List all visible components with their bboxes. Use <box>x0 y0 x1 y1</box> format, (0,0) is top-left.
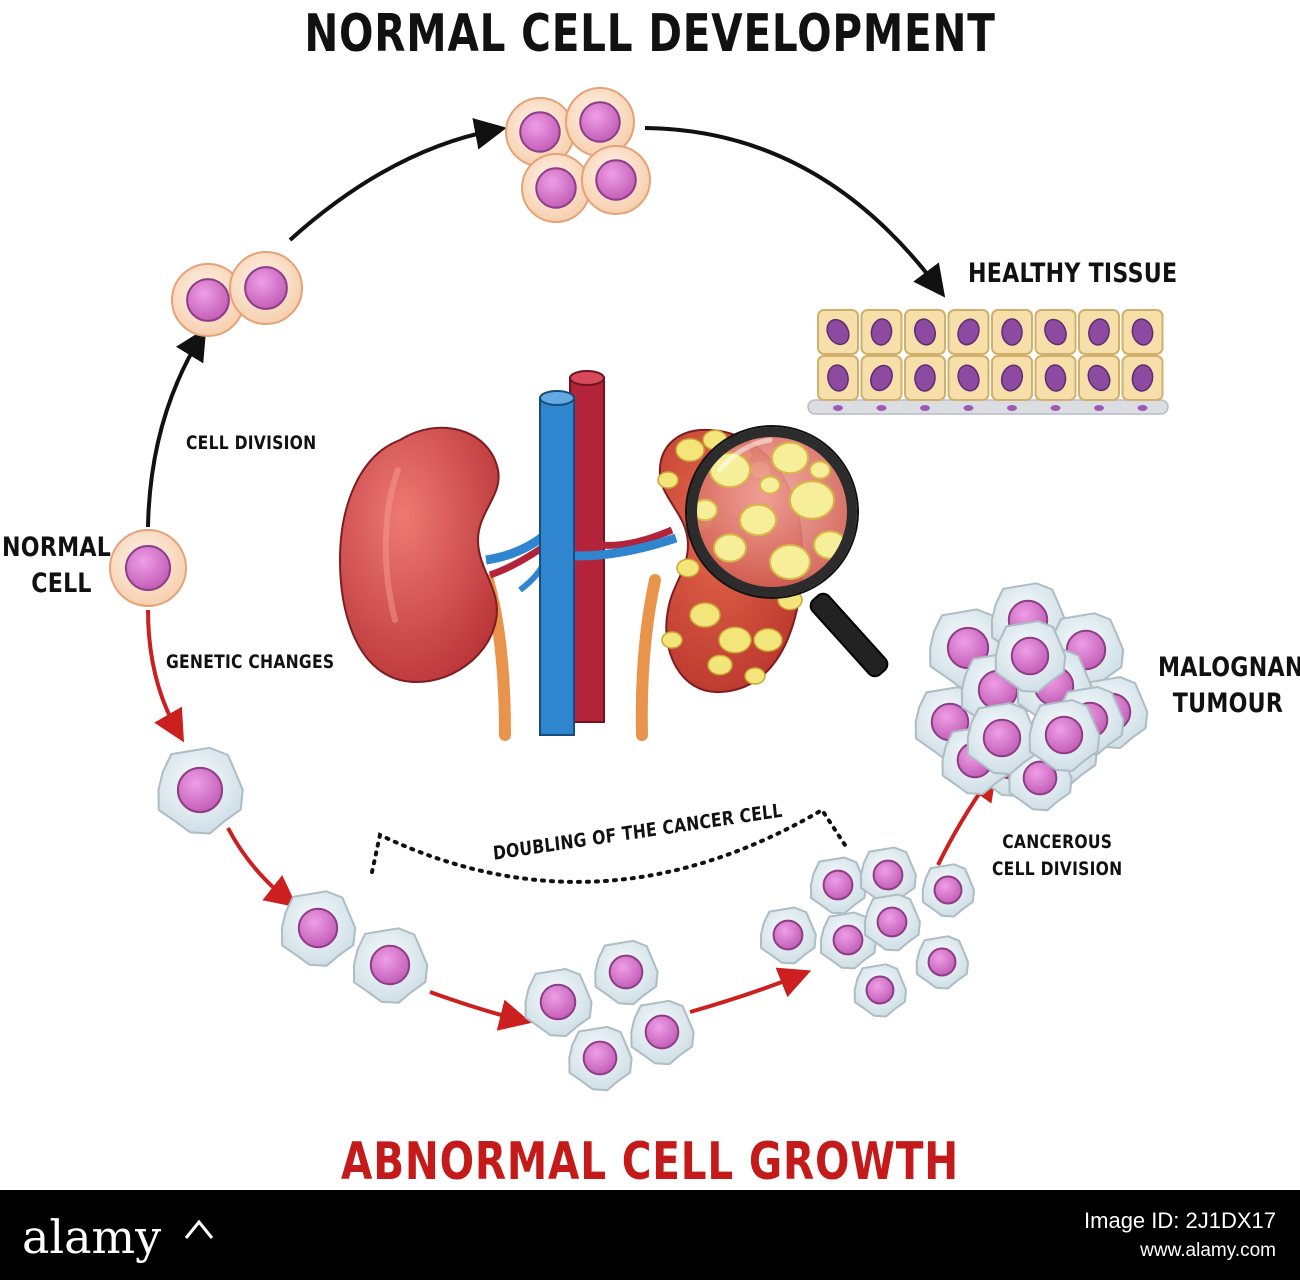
label-cancerous-line2: CELL DIVISION <box>992 858 1123 880</box>
arrow-two-cells-to-four <box>288 118 507 242</box>
normal-cell <box>505 97 575 167</box>
label-genetic-changes: GENETIC CHANGES <box>166 651 335 673</box>
cancer-cell <box>994 620 1067 693</box>
tumour-spot <box>718 626 752 654</box>
label-normal-cell: NORMAL CELL <box>2 530 111 602</box>
label-healthy-tissue: HEALTHY TISSUE <box>968 258 1178 289</box>
tissue-cell <box>860 309 903 355</box>
cancer-cell <box>759 906 817 965</box>
tissue-cell <box>1121 309 1164 355</box>
image-id: Image ID: 2J1DX17 <box>1084 1208 1276 1233</box>
cancer-cell <box>853 963 907 1018</box>
lens-tumour-spot <box>709 452 751 488</box>
healthy-kidney <box>338 426 500 683</box>
tissue-cell <box>1034 309 1077 355</box>
cancer-cell <box>966 702 1039 775</box>
label-cancerous-division: CANCEROUS CELL DIVISION <box>992 829 1122 883</box>
cancer-cell <box>352 927 429 1004</box>
cancer-cell <box>863 893 921 952</box>
tumour-spot <box>676 558 700 578</box>
diagram-svg <box>109 87 1169 1092</box>
cancer-cell <box>594 939 659 1006</box>
tumour-spot <box>744 667 766 685</box>
lens-tumour-spot <box>713 533 747 563</box>
brand-logo: alamy <box>22 1210 162 1264</box>
lens-tumour-spot <box>739 503 777 537</box>
tissue-cell <box>1121 355 1164 411</box>
cancer-cell <box>280 890 357 967</box>
tissue-cell <box>947 309 990 355</box>
normal-cell <box>565 87 635 157</box>
cancer-cell <box>524 968 593 1038</box>
tissue-cell <box>904 355 946 411</box>
cancer-cell <box>630 999 695 1066</box>
cancer-cell <box>568 1025 633 1092</box>
arrow-normal-to-division <box>146 327 207 528</box>
tissue-cell <box>991 355 1033 411</box>
lens-tumour-spot <box>771 441 809 475</box>
lens-tumour-spot <box>769 544 811 580</box>
healthy-tissue <box>807 309 1169 415</box>
tissue-cell <box>947 355 990 411</box>
arrow-red-4 <box>689 967 812 1014</box>
arrow-four-cells-to-tissue <box>644 126 946 298</box>
cancer-cell <box>921 863 975 918</box>
arrow-genetic-changes <box>146 609 184 743</box>
normal-cell <box>521 153 591 223</box>
footer-meta: Image ID: 2J1DX17 www.alamy.com <box>1084 1206 1276 1266</box>
lens-tumour-spot <box>789 480 835 520</box>
label-malignant-line2: TUMOUR <box>1172 688 1284 719</box>
cancer-cell <box>809 856 867 915</box>
site-url: www.alamy.com <box>1140 1240 1276 1261</box>
title-normal-cell-development: NORMAL CELL DEVELOPMENT <box>304 4 996 64</box>
tissue-cell <box>991 309 1033 355</box>
tissue-cell <box>1078 355 1120 411</box>
label-normal-cell-line2: CELL <box>31 568 92 599</box>
stock-footer: alamy Image ID: 2J1DX17 www.alamy.com <box>0 1190 1300 1280</box>
normal-cell <box>581 145 651 215</box>
tissue-cell <box>1034 355 1077 411</box>
label-normal-cell-line1: NORMAL <box>2 532 112 563</box>
tissue-cell <box>817 309 859 355</box>
arrow-red-2 <box>226 827 298 908</box>
tumour-spot <box>657 471 679 489</box>
lens-tumour-spot <box>759 475 781 495</box>
tumour-spot <box>689 602 721 628</box>
tumour-spot <box>753 628 783 652</box>
lens-tumour-spot <box>809 460 831 480</box>
label-malignant-tumour: MALOGNANT TUMOUR <box>1158 650 1300 722</box>
tissue-cell <box>1078 309 1120 355</box>
label-cancerous-line1: CANCEROUS <box>1002 831 1113 853</box>
doubling-bracket <box>370 807 847 884</box>
tumour-spot <box>675 438 705 462</box>
tissue-cell <box>860 355 903 411</box>
magnifying-glass-icon <box>685 425 889 678</box>
cancer-cell <box>915 935 969 990</box>
label-malignant-line1: MALOGNANT <box>1158 652 1300 683</box>
arrow-red-3 <box>429 990 532 1031</box>
cancer-cell <box>1028 699 1101 772</box>
diagram-canvas <box>109 87 1169 1092</box>
tumour-spot <box>661 631 683 649</box>
cancer-cell <box>859 846 917 905</box>
normal-cell <box>229 251 303 325</box>
cancer-cell <box>819 911 877 970</box>
vena-cava <box>539 397 575 736</box>
tissue-cell <box>817 355 859 411</box>
aorta <box>569 377 605 723</box>
normal-cell <box>171 263 245 337</box>
brand-mark-icon <box>184 1220 214 1239</box>
normal-cell <box>109 529 187 607</box>
title-abnormal-cell-growth: ABNORMAL CELL GROWTH <box>341 1132 959 1192</box>
label-cell-division: CELL DIVISION <box>186 432 317 454</box>
cancer-cell <box>157 746 244 835</box>
right-ureter <box>635 574 661 741</box>
tumour-spot <box>707 654 733 676</box>
tissue-cell <box>904 309 946 355</box>
